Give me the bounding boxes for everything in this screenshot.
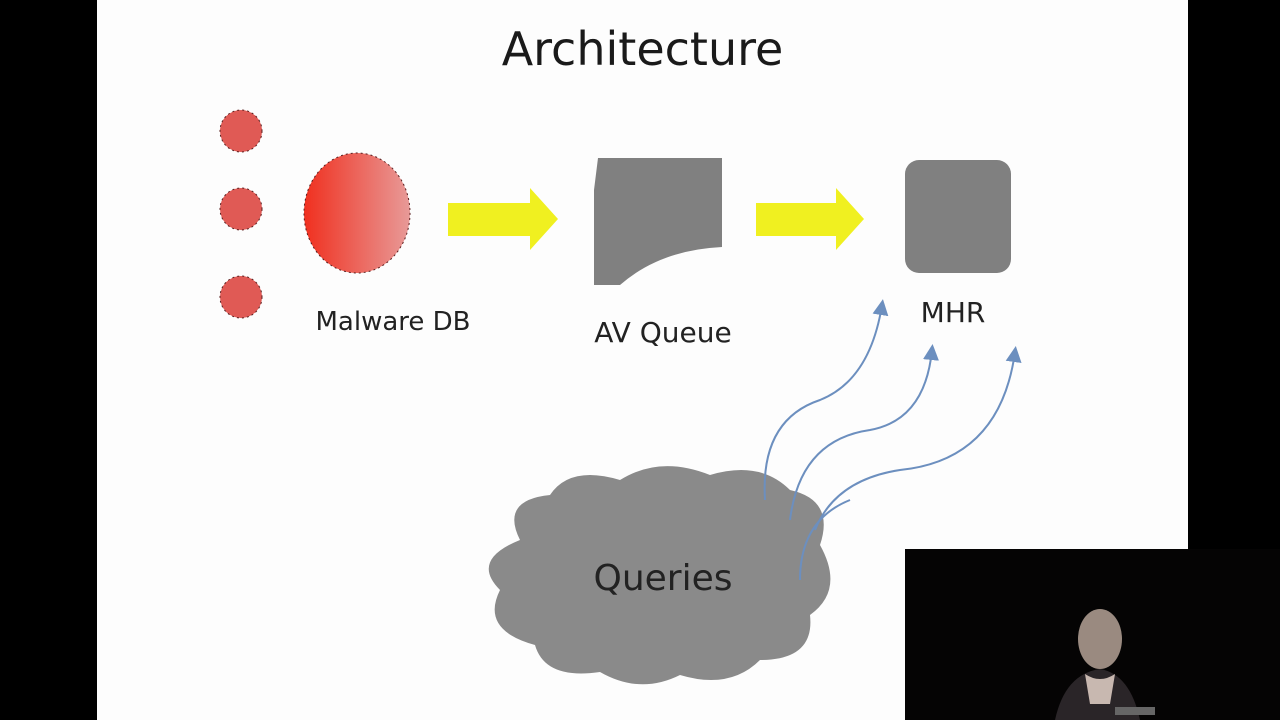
arrow-icon <box>756 188 864 250</box>
query-arrow <box>789 344 939 521</box>
slide-title: Architecture <box>501 22 784 76</box>
av-queue-label: AV Queue <box>594 316 731 349</box>
malware-sample-icon <box>219 109 263 153</box>
arrow-icon <box>448 188 558 250</box>
speaker-video-inset <box>905 549 1280 720</box>
malware-db-label: Malware DB <box>315 307 470 337</box>
speaker-figure-icon <box>1055 609 1155 720</box>
av-queue-icon <box>594 158 722 285</box>
queries-label: Queries <box>593 558 732 599</box>
mhr-icon <box>905 160 1011 273</box>
query-arrow <box>814 346 1022 531</box>
malware-sample-icon <box>219 275 263 319</box>
query-arrow <box>763 299 889 501</box>
malware-sample-icons <box>219 109 263 319</box>
queries-cloud-icon <box>488 466 831 685</box>
query-arrows <box>763 299 1022 581</box>
query-arrow <box>799 499 851 581</box>
malware-sample-icon <box>219 187 263 231</box>
mhr-label: MHR <box>921 296 986 329</box>
malware-db-icon <box>303 152 411 274</box>
